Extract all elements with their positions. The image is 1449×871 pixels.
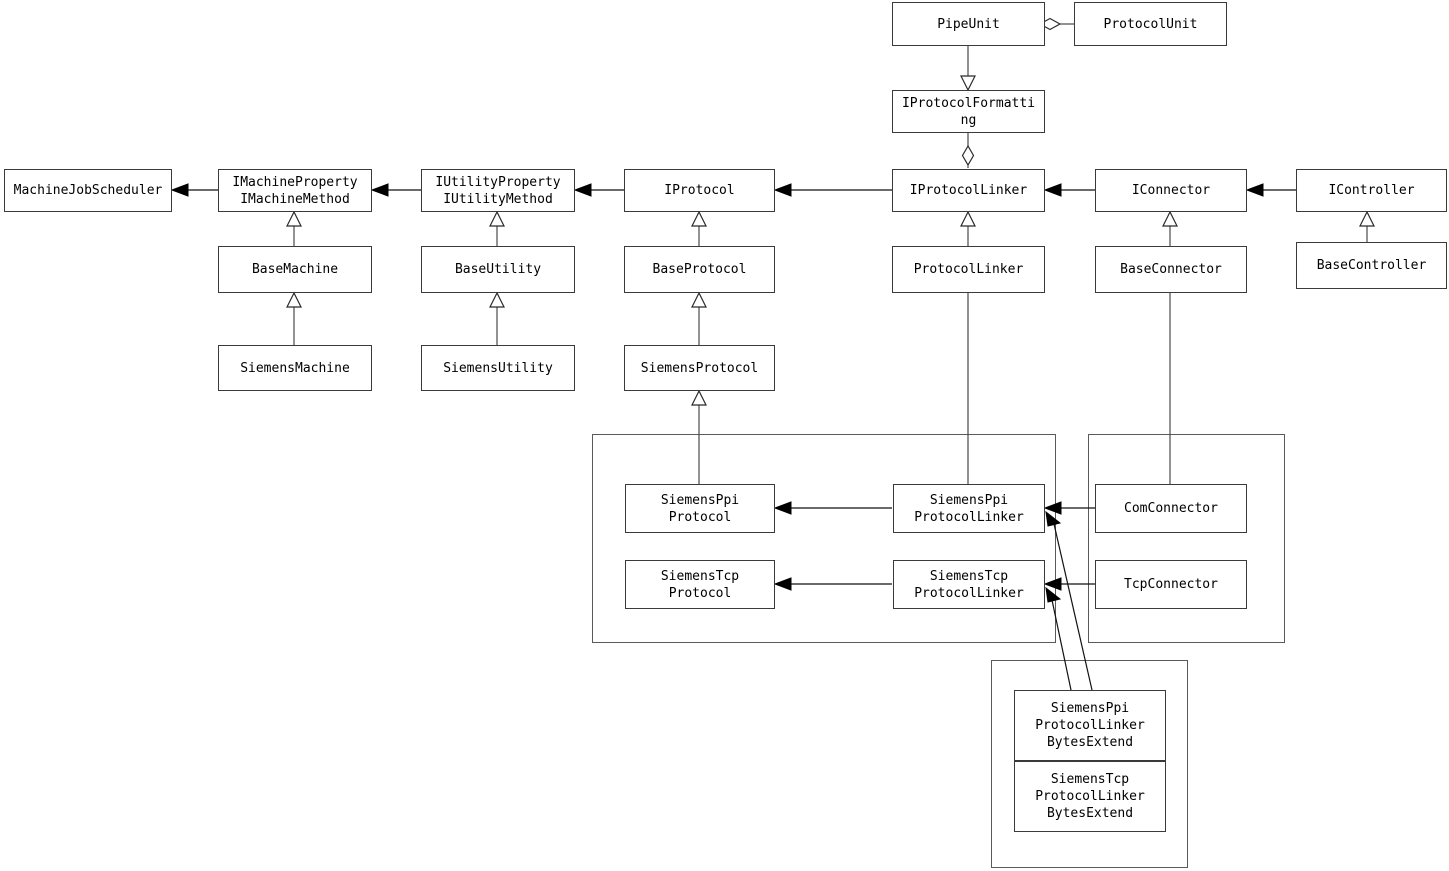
node-iprotocol-linker[interactable]: IProtocolLinker [892, 169, 1045, 212]
node-iconnector[interactable]: IConnector [1095, 169, 1247, 212]
node-icontroller[interactable]: IController [1296, 169, 1447, 212]
group-siemens-protocol [592, 434, 1056, 643]
node-iutility-property[interactable]: IUtilityProperty IUtilityMethod [421, 169, 575, 212]
node-tcp-connector[interactable]: TcpConnector [1095, 560, 1247, 609]
node-siemens-tcp-protocol[interactable]: SiemensTcp Protocol [625, 560, 775, 609]
node-siemens-tcp-protocol-linker[interactable]: SiemensTcp ProtocolLinker [893, 560, 1045, 609]
node-siemens-tcp-protocol-linker-bytes-extend[interactable]: SiemensTcp ProtocolLinker BytesExtend [1014, 761, 1166, 832]
node-siemens-protocol[interactable]: SiemensProtocol [624, 345, 775, 391]
node-siemens-ppi-protocol-linker[interactable]: SiemensPpi ProtocolLinker [893, 484, 1045, 533]
group-connector [1088, 434, 1285, 643]
node-protocol-linker[interactable]: ProtocolLinker [892, 246, 1045, 293]
node-siemens-ppi-protocol-linker-bytes-extend[interactable]: SiemensPpi ProtocolLinker BytesExtend [1014, 690, 1166, 761]
node-base-connector[interactable]: BaseConnector [1095, 246, 1247, 293]
node-base-machine[interactable]: BaseMachine [218, 246, 372, 293]
node-pipe-unit[interactable]: PipeUnit [892, 2, 1045, 46]
node-siemens-ppi-protocol[interactable]: SiemensPpi Protocol [625, 484, 775, 533]
node-iprotocol-formatting[interactable]: IProtocolFormatti ng [892, 90, 1045, 133]
node-base-protocol[interactable]: BaseProtocol [624, 246, 775, 293]
node-siemens-machine[interactable]: SiemensMachine [218, 345, 372, 391]
node-iprotocol[interactable]: IProtocol [624, 169, 775, 212]
node-com-connector[interactable]: ComConnector [1095, 484, 1247, 533]
node-base-controller[interactable]: BaseController [1296, 242, 1447, 289]
node-siemens-utility[interactable]: SiemensUtility [421, 345, 575, 391]
node-base-utility[interactable]: BaseUtility [421, 246, 575, 293]
node-imachine-property[interactable]: IMachineProperty IMachineMethod [218, 169, 372, 212]
node-protocol-unit[interactable]: ProtocolUnit [1074, 2, 1227, 46]
node-machine-job-scheduler[interactable]: MachineJobScheduler [4, 169, 172, 212]
